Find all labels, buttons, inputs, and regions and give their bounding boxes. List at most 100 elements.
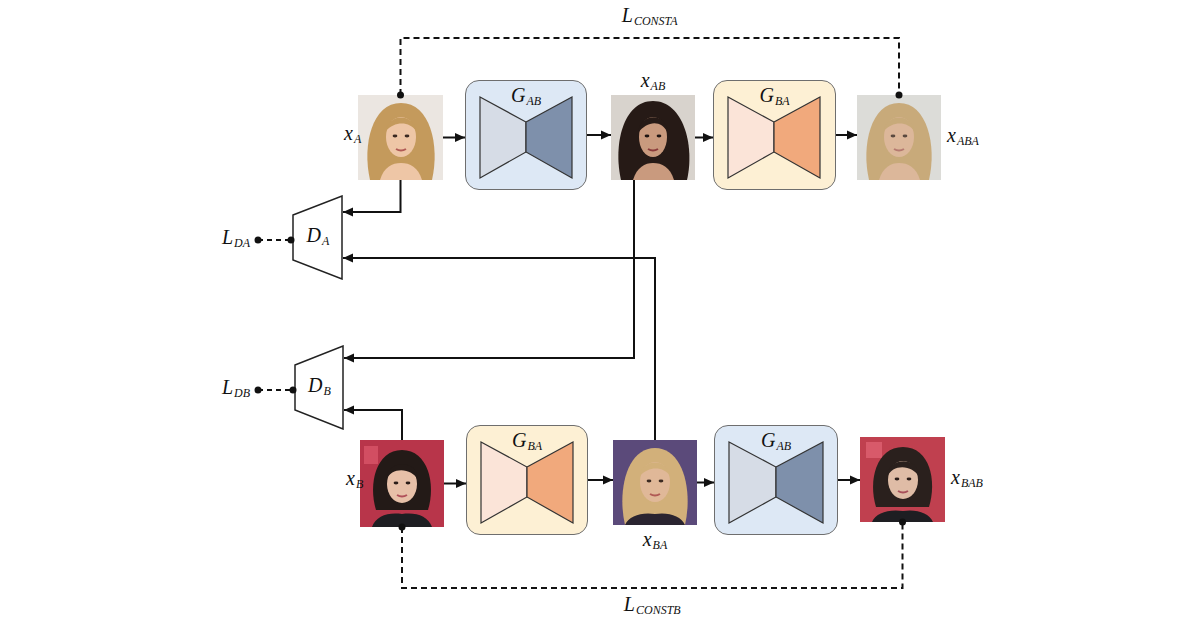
image-label: xBAB xyxy=(951,467,973,490)
face-photo xyxy=(358,95,443,180)
loss-label: LCONSTA xyxy=(622,5,678,28)
discriminator-trapezoid: DA xyxy=(292,195,343,280)
flow-arrow xyxy=(697,482,714,484)
connector-dot xyxy=(899,519,906,526)
face-photo xyxy=(360,440,444,527)
graphic-part xyxy=(866,442,882,458)
graphic-part xyxy=(288,237,295,244)
graphic-part xyxy=(728,97,774,178)
graphic-part xyxy=(526,97,572,178)
image-box: xBAB xyxy=(860,437,945,522)
graphic-part xyxy=(480,97,526,178)
graphic-part xyxy=(258,239,291,241)
graphic-part xyxy=(894,149,904,151)
image-label: xB xyxy=(346,468,356,491)
graphic-part xyxy=(891,135,896,138)
discriminator-trapezoid: DB xyxy=(294,345,344,430)
loss-label: LDA xyxy=(222,227,250,250)
flow-arrow xyxy=(443,137,465,139)
graphic-part xyxy=(648,149,658,151)
encoder-decoder-symbol xyxy=(729,442,823,523)
face-photo xyxy=(860,437,945,522)
graphic-part xyxy=(255,237,262,244)
connector-dot xyxy=(896,92,903,99)
graphic-part xyxy=(386,117,416,157)
connector-dot xyxy=(399,524,406,531)
graphic-part xyxy=(373,450,431,510)
graphic-part xyxy=(290,387,297,394)
graphic-part xyxy=(638,117,668,133)
loss-lead xyxy=(255,387,297,394)
image-label: xABA xyxy=(947,125,969,148)
flow-arrow xyxy=(836,134,857,136)
flow-arrow xyxy=(588,479,613,481)
trapezoid-shape xyxy=(295,346,343,429)
graphic-part xyxy=(406,482,411,485)
generator-box: GAB xyxy=(714,425,838,535)
loss-label: LCONSTB xyxy=(624,594,681,617)
image-label: xA xyxy=(344,123,354,146)
loss-connector xyxy=(401,38,900,95)
graphic-part xyxy=(396,149,406,151)
connector-dot xyxy=(397,92,404,99)
image-box: xA xyxy=(358,95,443,180)
graphic-part xyxy=(774,97,820,178)
generator-label: GBA xyxy=(759,85,789,108)
flow-arrow xyxy=(444,483,466,485)
graphic-part xyxy=(527,442,573,523)
graphic-part xyxy=(394,482,399,485)
graphic-part xyxy=(386,118,416,132)
graphic-part xyxy=(639,117,667,157)
graphic-part xyxy=(903,135,908,138)
generator-label: GAB xyxy=(511,85,541,108)
generator-box: GAB xyxy=(465,80,587,190)
graphic-part xyxy=(857,95,941,180)
encoder-decoder-symbol xyxy=(480,97,572,178)
graphic-part xyxy=(393,135,398,138)
flow-arrow xyxy=(695,137,713,139)
graphic-part xyxy=(364,446,378,464)
graphic-part xyxy=(640,462,670,502)
encoder-decoder-symbol xyxy=(728,97,820,178)
flow-arrow xyxy=(344,410,402,440)
graphic-part xyxy=(866,103,931,180)
graphic-part xyxy=(647,480,652,483)
generator-box: GBA xyxy=(713,80,836,190)
graphic-part xyxy=(659,480,664,483)
graphic-part xyxy=(386,464,418,480)
flow-arrow xyxy=(344,180,634,358)
graphic-part xyxy=(380,163,422,180)
image-box: xB xyxy=(360,440,444,527)
trapezoid-shape xyxy=(293,196,342,279)
graphic-part xyxy=(860,437,945,522)
graphic-part xyxy=(879,163,920,180)
graphic-part xyxy=(367,103,434,180)
loss-label: LDB xyxy=(222,377,250,400)
image-box: xAB xyxy=(611,95,695,180)
graphic-part xyxy=(657,135,662,138)
graphic-part xyxy=(645,135,650,138)
graphic-part xyxy=(481,442,527,523)
graphic-part xyxy=(873,447,932,507)
face-photo xyxy=(611,95,695,180)
graphic-part xyxy=(907,478,912,481)
graphic-part xyxy=(397,495,407,497)
discriminator-label: DA xyxy=(307,225,330,248)
face-photo xyxy=(857,95,941,180)
flow-arrow xyxy=(838,479,860,481)
discriminator-label: DB xyxy=(308,375,331,398)
graphic-part xyxy=(372,514,432,527)
face-photo xyxy=(613,440,697,525)
graphic-part xyxy=(360,440,444,527)
graphic-part xyxy=(872,510,933,522)
image-box: xABA xyxy=(857,95,941,180)
graphic-part xyxy=(640,463,670,477)
image-label: xBA xyxy=(643,529,668,552)
graphic-part xyxy=(625,513,685,525)
graphic-part xyxy=(611,95,695,180)
generator-box: GBA xyxy=(466,425,588,535)
graphic-part xyxy=(895,478,900,481)
